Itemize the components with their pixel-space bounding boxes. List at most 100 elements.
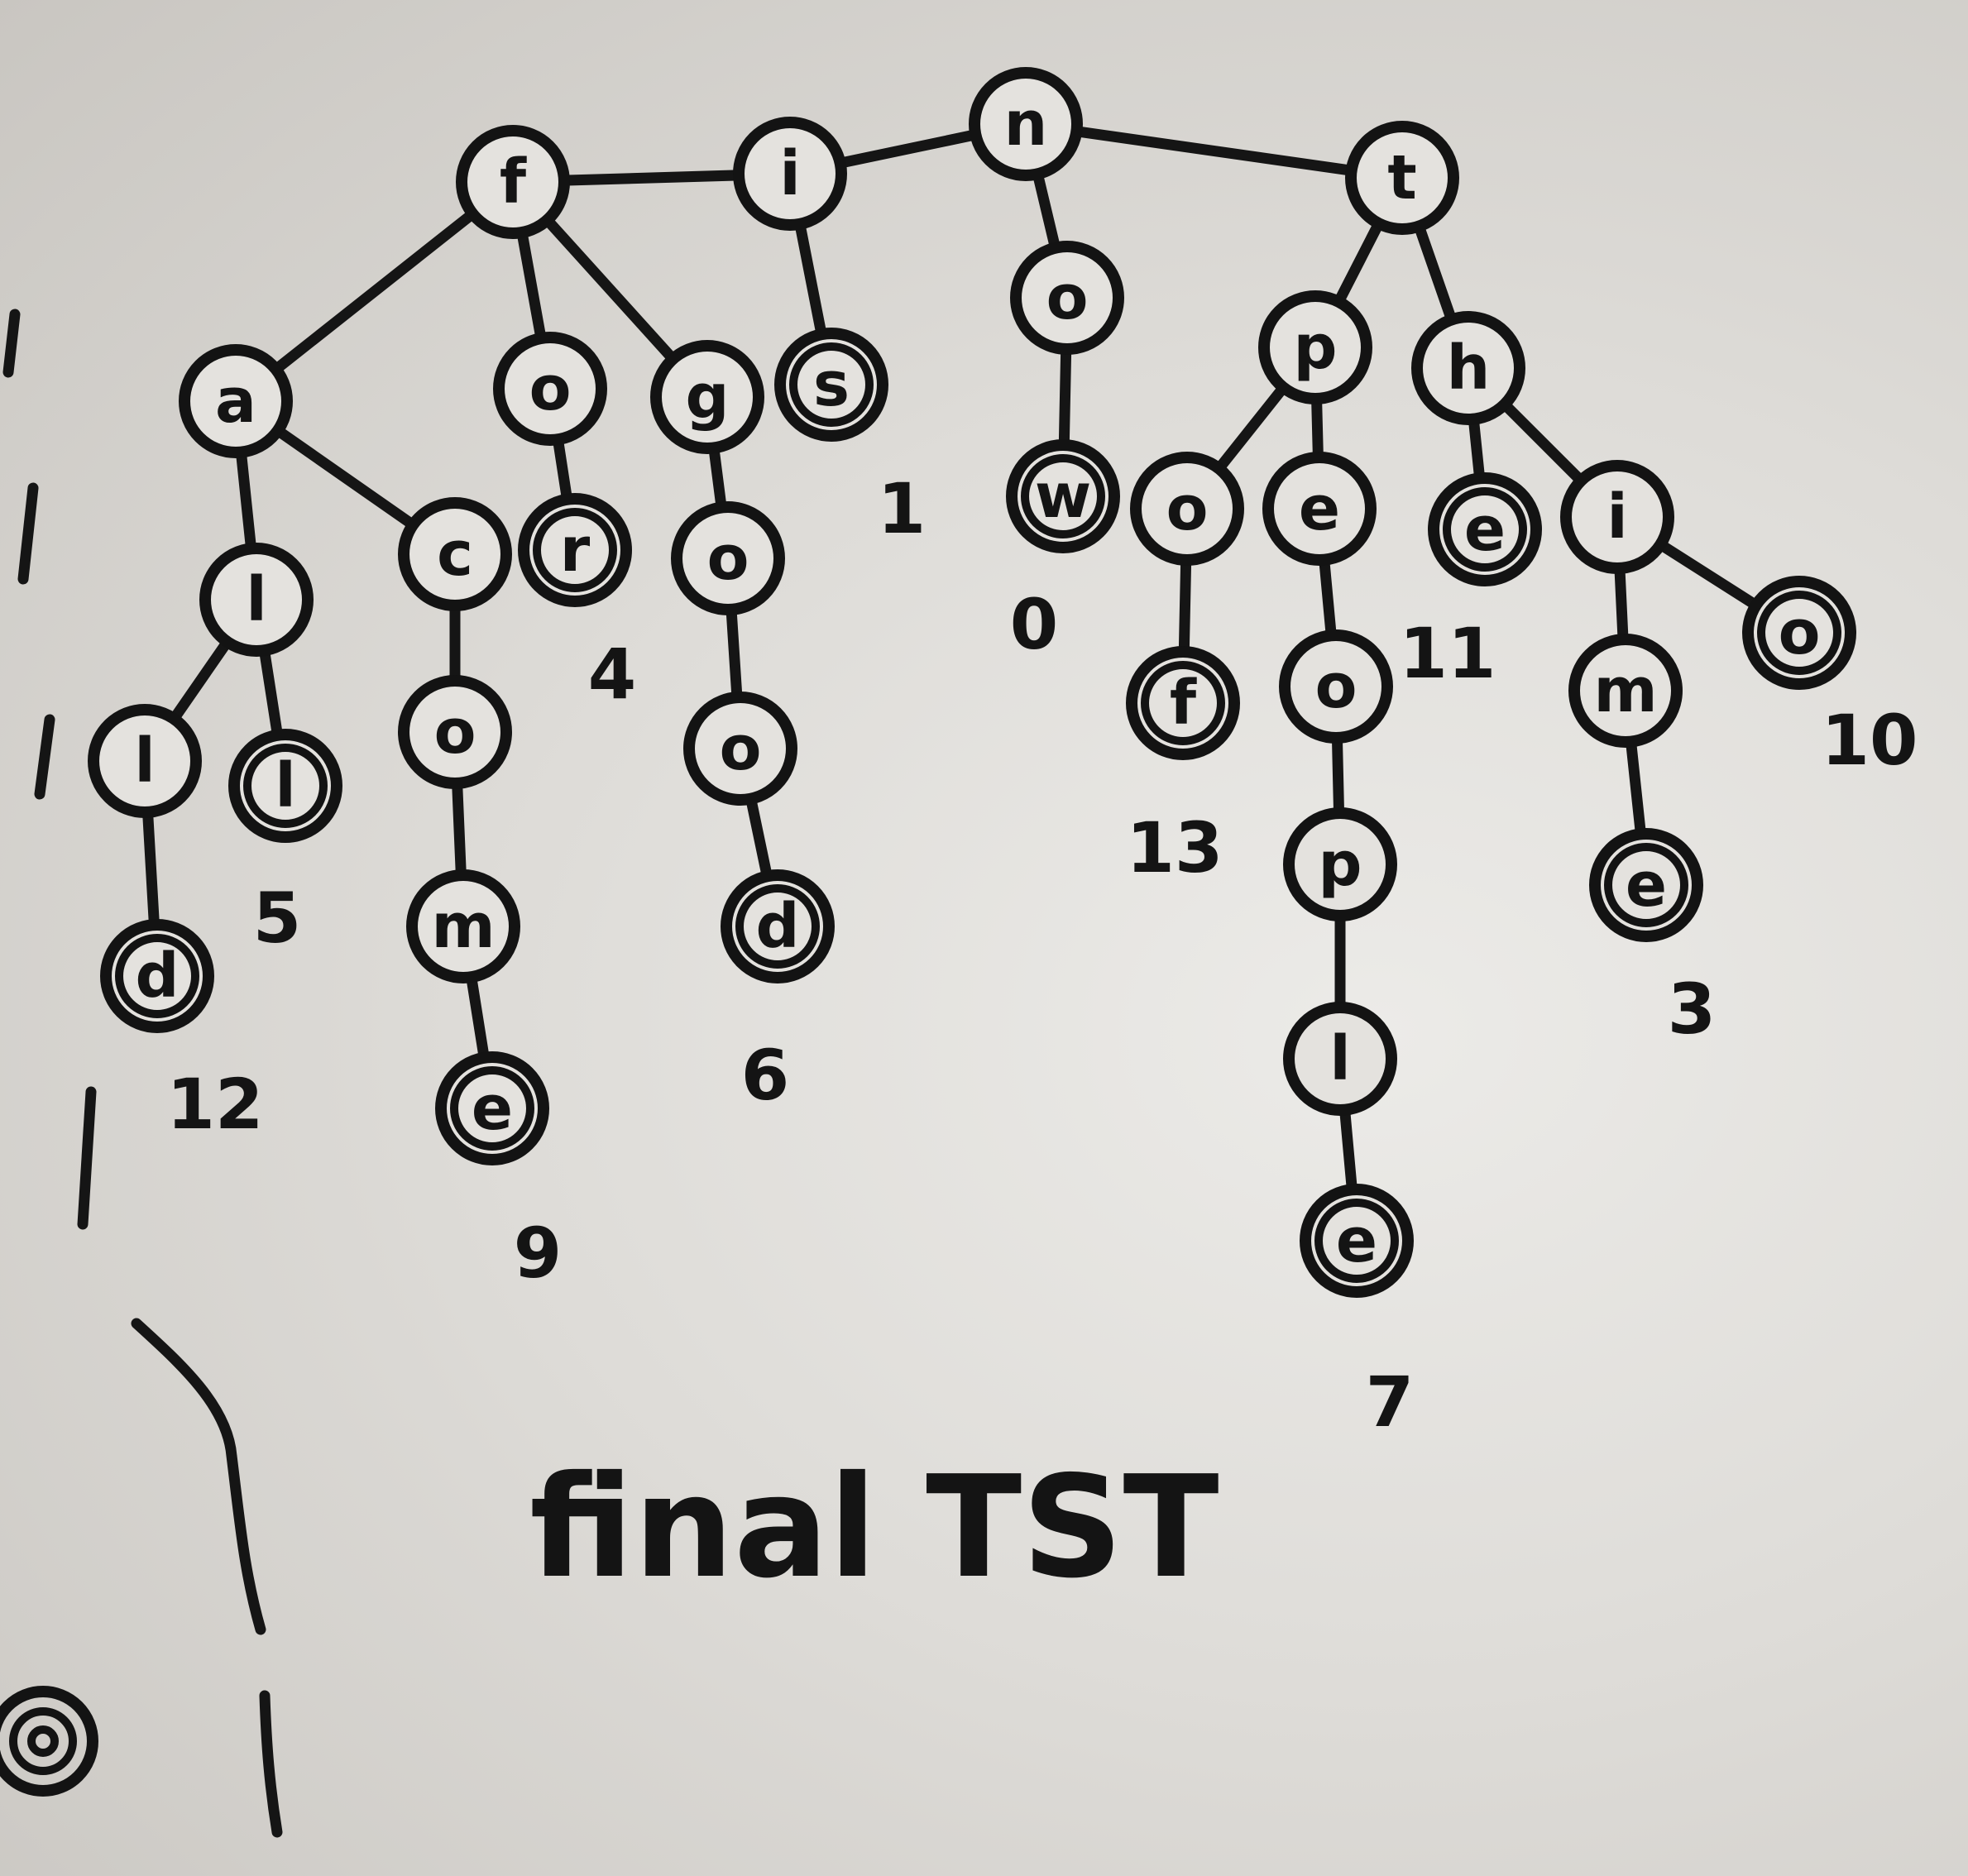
node-fill <box>656 346 759 448</box>
node-fill <box>1016 246 1118 349</box>
end-marker-ring <box>1443 487 1527 572</box>
node-o3: o <box>671 501 785 615</box>
node-e3: e <box>1589 828 1703 942</box>
value-label-e5: 7 <box>1366 1362 1414 1443</box>
node-o8: o <box>1742 576 1856 690</box>
node-fill <box>1566 466 1669 568</box>
node-c: c <box>398 497 512 611</box>
node-letter: e <box>1299 473 1340 544</box>
node-fill <box>1264 296 1367 399</box>
node-letter: o <box>1315 651 1357 722</box>
node-o6: o <box>683 692 797 806</box>
node-p: p <box>1258 290 1372 404</box>
end-marker-ring <box>533 508 617 592</box>
value-label-d1: 12 <box>167 1064 264 1145</box>
node-n: n <box>969 67 1083 181</box>
node-ring <box>1742 576 1856 690</box>
node-fill <box>1289 813 1391 916</box>
node-letter: o <box>1779 597 1821 668</box>
node-fill <box>974 73 1077 175</box>
value-label-w: 0 <box>1010 584 1058 665</box>
node-ring <box>179 344 293 458</box>
end-marker-ring <box>1757 591 1841 675</box>
node-letter: e <box>1626 849 1667 921</box>
node-ring <box>406 869 520 983</box>
node-ring <box>435 1051 549 1165</box>
node-ring <box>1560 460 1674 574</box>
node-letter: m <box>1593 655 1657 726</box>
node-letter: o <box>1046 262 1089 333</box>
node-fill <box>412 875 515 978</box>
node-fill <box>499 337 601 440</box>
value-label-s: 1 <box>878 468 926 549</box>
node-letter: l <box>275 750 295 821</box>
node-s: s <box>774 328 888 442</box>
node-ring <box>1428 472 1542 586</box>
node-ring <box>1006 439 1120 553</box>
node-letter: e <box>1336 1205 1377 1276</box>
left-margin-marks <box>2 309 283 1838</box>
node-d1: d <box>100 919 214 1033</box>
node-ring <box>1283 1002 1397 1116</box>
node-letter: i <box>1606 481 1627 553</box>
node-fill <box>93 710 196 812</box>
node-ring <box>493 332 607 446</box>
node-o1: o <box>493 332 607 446</box>
node-f: f <box>456 125 570 239</box>
node-ring <box>518 493 632 607</box>
node-ring <box>1283 807 1397 921</box>
node-r: r <box>518 493 632 607</box>
node-ring <box>671 501 785 615</box>
node-letter: o <box>434 696 476 768</box>
node-ring <box>683 692 797 806</box>
node-letter: f <box>1170 668 1197 739</box>
end-marker-ring <box>450 1066 534 1151</box>
end-marker-ring <box>1021 454 1105 538</box>
edges-layer <box>139 118 1805 1247</box>
node-w: w <box>1006 439 1120 553</box>
node-fill <box>1285 635 1387 738</box>
node-letter: o <box>707 523 749 594</box>
node-l4: l <box>1283 1002 1397 1116</box>
node-o2: o <box>1010 241 1124 355</box>
node-i: i <box>733 117 847 231</box>
value-label-e4: 9 <box>514 1213 562 1294</box>
edge-n-t <box>1020 118 1408 184</box>
node-fill <box>1417 317 1520 419</box>
node-p2: p <box>1283 807 1397 921</box>
node-letter: l <box>134 725 155 797</box>
node-f2: f <box>1126 646 1240 760</box>
node-ring <box>199 543 314 657</box>
node-fill <box>404 681 506 783</box>
node-letter: n <box>1004 89 1048 160</box>
node-letter: w <box>1035 461 1091 532</box>
node-g: g <box>650 340 764 454</box>
node-m2: m <box>406 869 520 983</box>
value-label-l3: 5 <box>253 878 301 959</box>
node-ring <box>1300 1184 1414 1298</box>
node-fill <box>1574 639 1677 742</box>
node-letter: t <box>1387 142 1416 213</box>
node-letter: c <box>437 519 473 590</box>
node-letter: l <box>246 564 266 635</box>
node-ring <box>1258 290 1372 404</box>
node-fill <box>1268 457 1371 560</box>
node-letter: p <box>1319 829 1362 900</box>
node-ring <box>1589 828 1703 942</box>
value-label-f2: 13 <box>1127 807 1223 888</box>
node-ring <box>398 497 512 611</box>
node-t: t <box>1345 121 1459 235</box>
value-label-o8: 10 <box>1822 700 1918 781</box>
node-fill <box>1289 1007 1391 1110</box>
value-label-d2: 6 <box>741 1035 789 1116</box>
node-fill <box>1136 457 1238 560</box>
node-letter: l <box>1329 1023 1350 1094</box>
node-letter: a <box>215 366 256 437</box>
node-e5: e <box>1300 1184 1414 1298</box>
node-letter: p <box>1294 312 1338 383</box>
node-ring <box>1568 634 1683 748</box>
end-marker-ring <box>1604 843 1688 927</box>
